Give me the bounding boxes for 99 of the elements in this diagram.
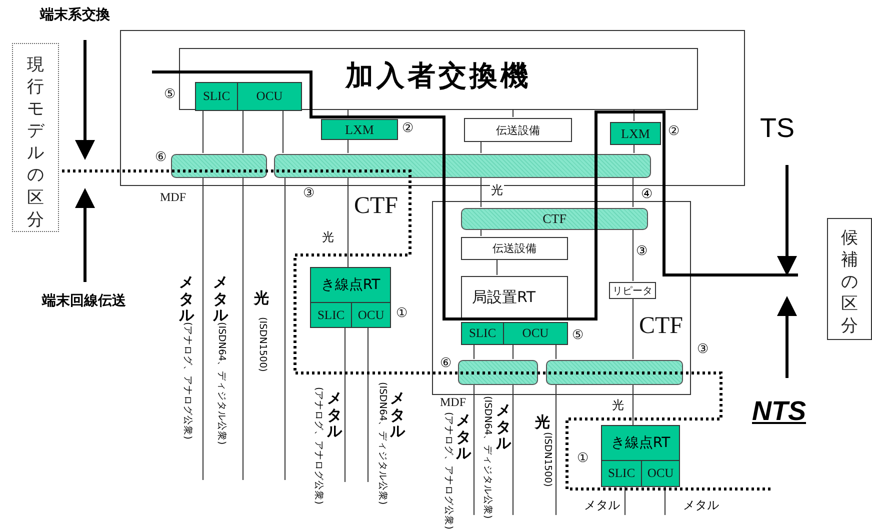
node-label: き線点RT — [602, 426, 679, 461]
callout-number: ② — [402, 121, 414, 136]
section-label: TS — [760, 113, 795, 144]
line-type-label: メタル — [496, 402, 511, 452]
module-cell: SLIC — [602, 461, 642, 486]
callout-number: ② — [668, 124, 680, 139]
building-outline — [432, 201, 691, 395]
node-label: リピータ — [612, 284, 652, 298]
remote-terminal-box — [310, 267, 391, 328]
callout-number: ③ — [636, 244, 648, 259]
connector-line — [284, 176, 286, 480]
edge-label: 光 — [611, 397, 625, 414]
connector-line — [632, 298, 634, 360]
line-type-label: メタル — [390, 390, 405, 440]
line-service-label: (アナログ、アナログ公衆) — [181, 322, 193, 440]
line-service-label: (ISDN64、ディジタル公衆) — [376, 382, 388, 505]
edge-label: 光 — [490, 182, 504, 199]
boundary-label-box — [827, 218, 872, 340]
connector-line — [202, 176, 204, 480]
module-cell: SLIC — [311, 303, 352, 327]
connector-line — [496, 258, 498, 276]
distribution-bar — [458, 360, 538, 385]
section-label: 端末系交換 — [40, 6, 110, 24]
edge-label: 光 — [321, 229, 335, 246]
component-label: CTF — [354, 193, 398, 220]
line-card-box — [461, 322, 568, 345]
connector-line — [664, 486, 666, 516]
module-box — [610, 122, 661, 145]
connector-line — [632, 176, 634, 208]
callout-number: ⑥ — [440, 356, 452, 371]
callout-number: ④ — [641, 187, 653, 202]
edge-label: メタル — [583, 497, 621, 514]
line-service-label: (アナログ、アナログ公衆) — [442, 412, 454, 530]
node-label: き線点RT — [311, 268, 390, 303]
node-label: 伝送設備 — [492, 241, 536, 256]
building-outline — [120, 30, 745, 186]
repeater-box — [609, 282, 656, 299]
callout-number: ① — [396, 306, 408, 321]
module-cell-text: OCU — [255, 88, 284, 105]
line-type-label: メタル — [213, 274, 228, 324]
node-label: 局設置RT — [472, 288, 536, 307]
connector-line — [632, 384, 634, 426]
distribution-bar — [461, 208, 648, 230]
remote-terminal-box — [461, 276, 568, 319]
module-cell-text: OCU — [356, 306, 386, 324]
component-label: MDF — [440, 395, 466, 410]
line-type-label: メタル — [327, 390, 342, 440]
boundary-label-box — [12, 43, 59, 232]
callout-number: ⑤ — [572, 328, 584, 343]
section-label: 端末回線伝送 — [42, 292, 126, 310]
equipment-box — [461, 237, 568, 260]
node-label: LXM — [345, 122, 374, 138]
connector-line — [242, 176, 244, 480]
connector-line — [480, 176, 482, 208]
line-service-label: (アナログ、アナログ公衆) — [312, 387, 324, 504]
distribution-bar — [546, 360, 683, 385]
module-cell-text: OCU — [521, 325, 550, 342]
line-service-label: (ISDN64、ディジタル公衆) — [481, 396, 493, 519]
remote-terminal-box — [601, 425, 680, 487]
connector-line — [282, 108, 284, 154]
line-service-label: (ISDN1500) — [256, 317, 268, 372]
node-label: 伝送設備 — [496, 122, 540, 138]
connector-line — [624, 486, 626, 516]
connector-line — [632, 228, 634, 282]
connector-line — [202, 108, 204, 154]
component-label: CTF — [639, 313, 684, 340]
line-service-label: (ISDN64、ディジタル公衆) — [215, 322, 227, 445]
line-type-label: メタル — [179, 274, 194, 324]
callout-number: ③ — [697, 342, 709, 357]
component-label: MDF — [160, 190, 186, 205]
exchange-box — [179, 48, 698, 110]
line-service-label: (ISDN1500) — [541, 432, 553, 487]
line-type-label: メタル — [456, 412, 471, 462]
line-type-label: 光 — [254, 290, 269, 306]
line-card-box — [195, 82, 302, 111]
connector-line — [512, 384, 514, 516]
equipment-box — [464, 118, 572, 142]
node-label: 加入者交換機 — [346, 59, 532, 93]
connector-line — [512, 344, 514, 360]
node-label: CTF — [542, 211, 566, 227]
edge-label: メタル — [682, 497, 720, 514]
module-cell-text: OCU — [646, 465, 675, 482]
module-cell: SLIC — [462, 323, 504, 344]
node-label: LXM — [621, 126, 650, 142]
callout-number: ⑤ — [164, 87, 176, 102]
connector-line — [242, 108, 244, 154]
section-label: NTS — [752, 396, 806, 427]
distribution-bar — [274, 154, 651, 178]
node-label: 候補の区分 — [841, 227, 858, 338]
callout-number: ③ — [303, 186, 315, 201]
module-cell: SLIC — [196, 83, 238, 110]
line-type-label: 光 — [535, 414, 550, 430]
callout-number: ① — [577, 451, 589, 466]
callout-number: ⑥ — [155, 150, 167, 165]
distribution-bar — [171, 154, 267, 178]
connector-line — [480, 140, 482, 154]
connector-line — [344, 328, 346, 482]
module-box — [321, 119, 398, 140]
node-label: 現行モデルの区分 — [27, 54, 44, 231]
